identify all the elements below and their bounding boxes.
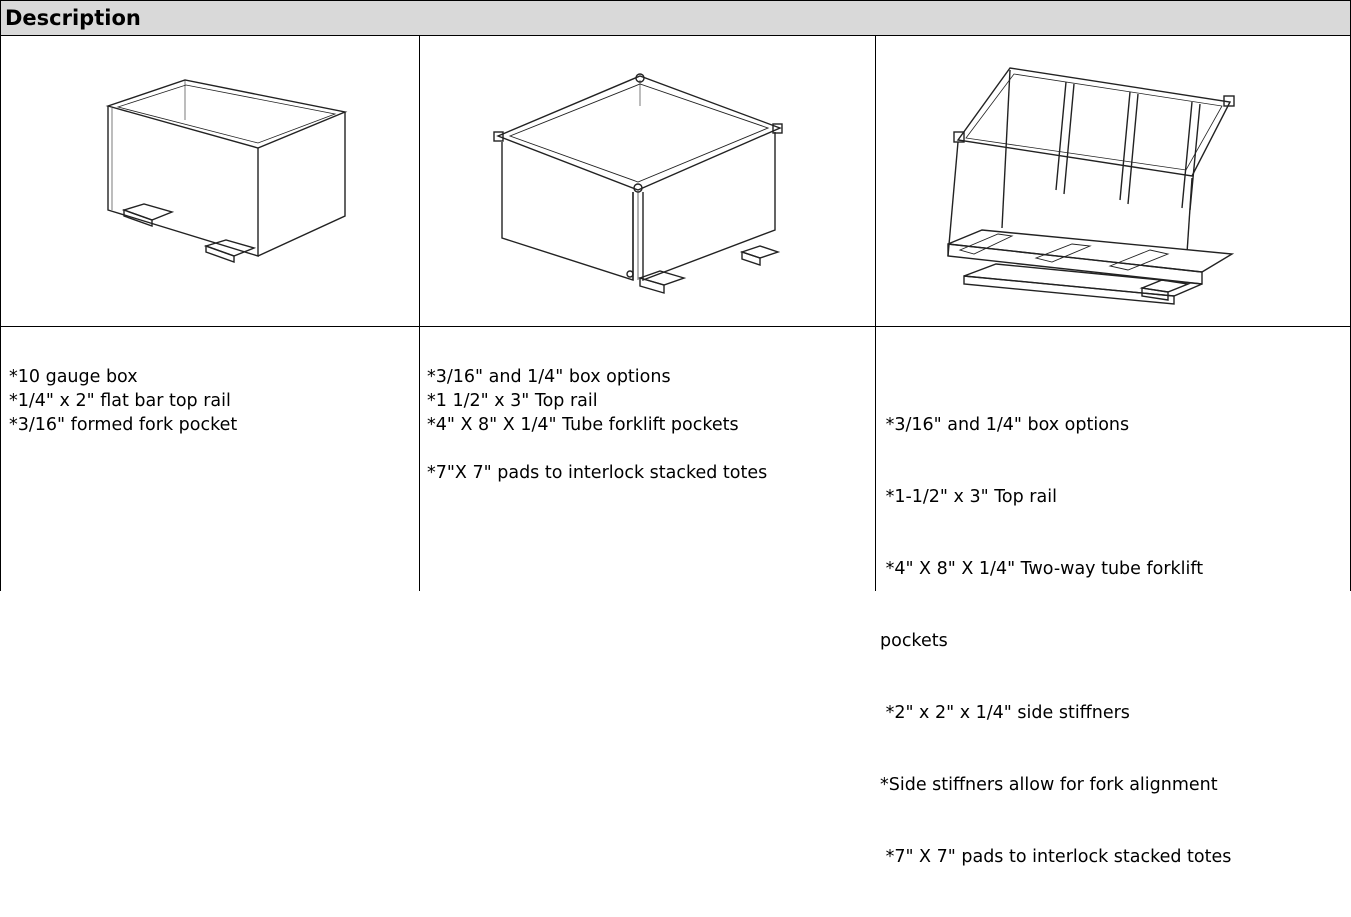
row-divider [0,326,1351,327]
description-table: Description [0,0,1351,867]
box-tote-image [105,79,348,263]
desc-line [427,437,767,461]
desc-line: *4" X 8" X 1/4" Tube forklift pockets [427,415,739,435]
desc-line: *7" X 7" pads to interlock stacked totes [880,847,1232,867]
desc-line: *1/4" x 2" flat bar top rail [9,391,231,411]
tube-rail-tote-image [493,73,783,294]
stiffened-tote-image [947,67,1235,305]
desc-line: *4" X 8" X 1/4" Two-way tube forklift [880,559,1204,579]
column-divider-2 [875,36,876,591]
desc-line: *7"X 7" pads to interlock stacked totes [427,463,768,483]
table-header: Description [0,0,1351,36]
description-col-2: *3/16" and 1/4" box options *1 1/2" x 3"… [427,365,767,485]
header-title: Description [5,6,141,30]
description-col-3: *3/16" and 1/4" box options *1-1/2" x 3"… [880,365,1231,917]
desc-line: *1 1/2" x 3" Top rail [427,391,598,411]
desc-line: *3/16" and 1/4" box options [880,415,1130,435]
desc-line: *3/16" and 1/4" box options [427,367,671,387]
desc-line: *Side stiffners allow for fork alignment [880,775,1218,795]
column-divider-1 [419,36,420,591]
desc-line: pockets [880,631,948,651]
table-border-left [0,36,1,591]
desc-line: *2" x 2" x 1/4" side stiffners [880,703,1130,723]
desc-line: *10 gauge box [9,367,138,387]
desc-line: *1-1/2" x 3" Top rail [880,487,1057,507]
description-col-1: *10 gauge box *1/4" x 2" flat bar top ra… [9,365,237,437]
desc-line: *3/16" formed fork pocket [9,415,238,435]
